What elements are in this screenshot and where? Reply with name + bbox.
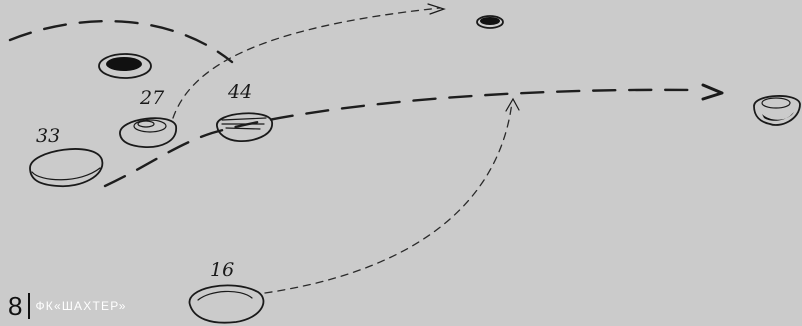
main-run-arrowhead [703, 85, 722, 99]
player-27: 27 [120, 87, 176, 147]
player-33: 33 [30, 125, 102, 186]
main-run-path [105, 90, 690, 186]
player-44: 44 [217, 81, 272, 141]
page-footer: 8 ФК«ШАХТЕР» [8, 291, 127, 321]
footer-divider [28, 293, 30, 319]
filled-puck-marker [99, 54, 151, 78]
player-33-number: 33 [36, 125, 60, 147]
small-puck-marker [477, 16, 503, 28]
arc-path-top-left [10, 21, 232, 62]
player-16: 16 [189, 259, 263, 323]
pass-line-16-arrowhead [506, 99, 519, 111]
right-puck-marker [754, 96, 800, 125]
player-44-number: 44 [227, 81, 252, 103]
player-27-number: 27 [139, 87, 165, 109]
pass-line-from-16 [265, 102, 512, 293]
player-16-number: 16 [210, 259, 234, 281]
club-brand: ФК«ШАХТЕР» [35, 299, 126, 313]
page-number: 8 [8, 291, 22, 321]
